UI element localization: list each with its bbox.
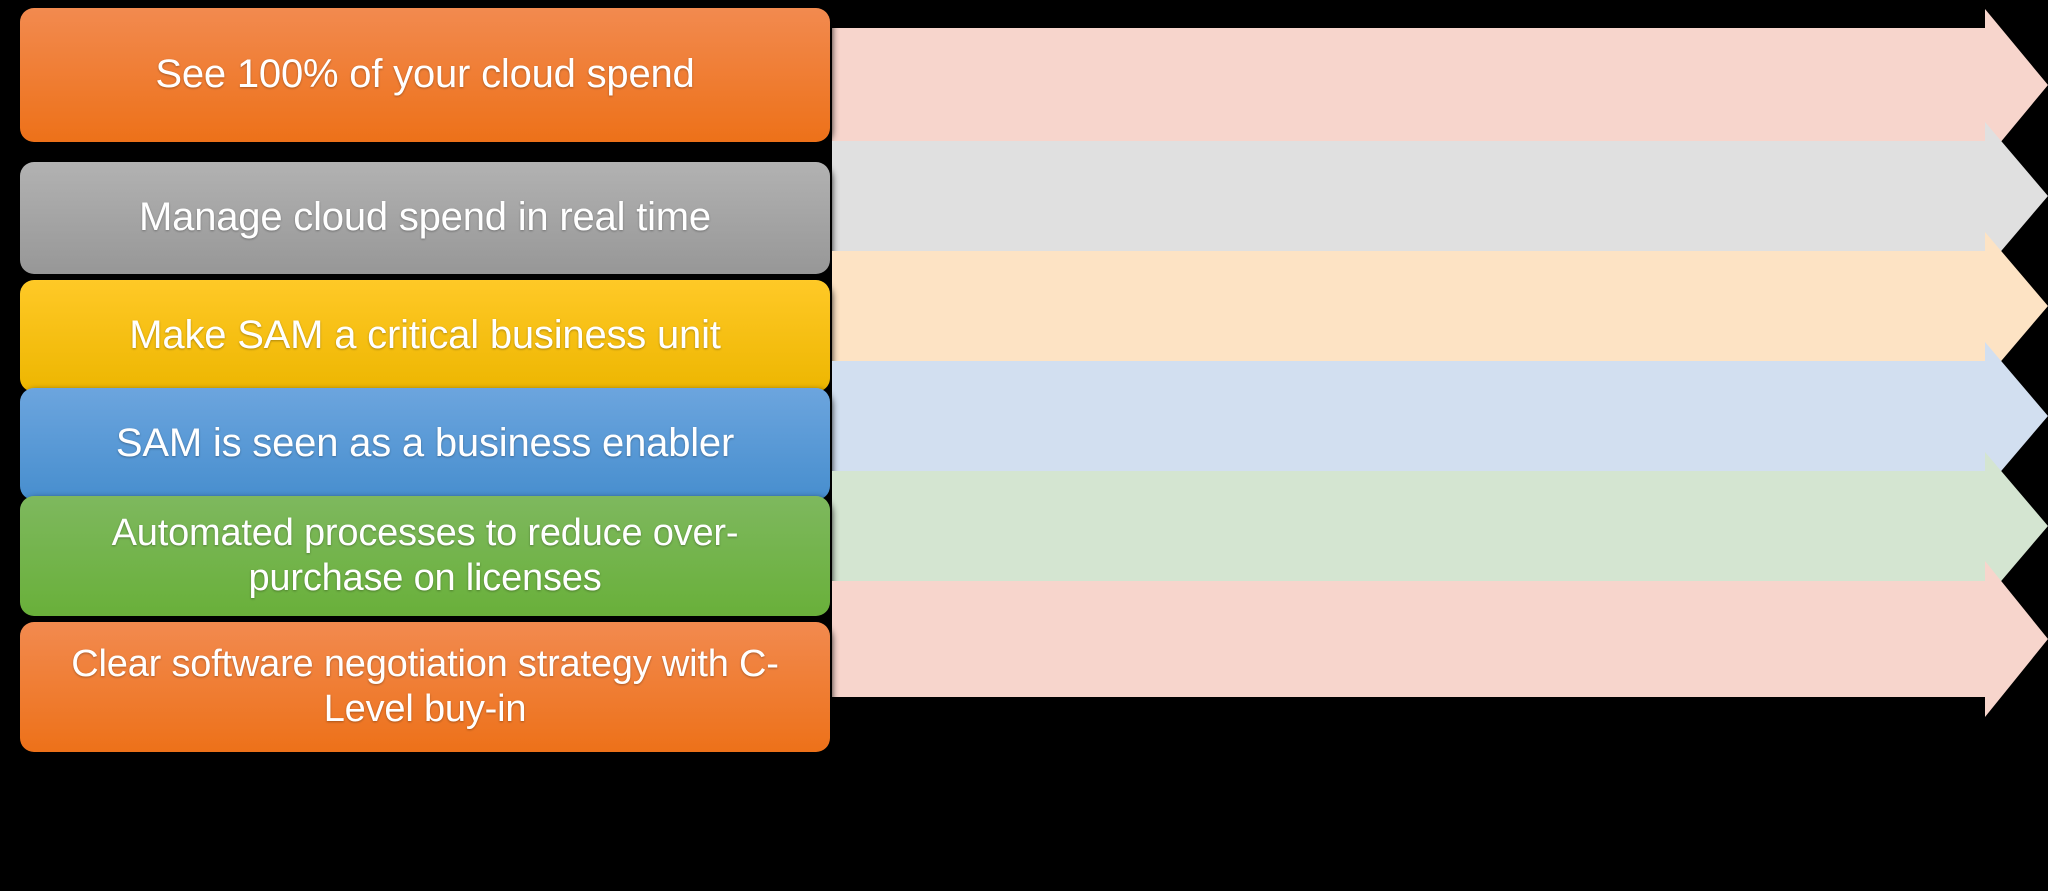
step-box[interactable]: Make SAM a critical business unit <box>20 280 830 392</box>
arrow-fill <box>832 452 2048 600</box>
arrow-band <box>832 342 2048 490</box>
arrow-fill <box>832 232 2048 380</box>
arrow-svg <box>832 232 2048 380</box>
arrow-fill <box>832 9 2048 161</box>
step-label: See 100% of your cloud spend <box>155 52 695 97</box>
step-label: Manage cloud spend in real time <box>139 195 711 240</box>
arrow-svg <box>832 452 2048 600</box>
arrow-fill <box>832 561 2048 717</box>
step-box[interactable]: Clear software negotiation strategy with… <box>20 622 830 752</box>
arrow-band <box>832 232 2048 380</box>
step-label: Automated processes to reduce over-purch… <box>111 512 739 599</box>
step-label: SAM is seen as a business enabler <box>115 421 735 466</box>
arrow-fill <box>832 122 2048 270</box>
step-box[interactable]: See 100% of your cloud spend <box>20 8 830 142</box>
arrow-band <box>832 9 2048 161</box>
step-box[interactable]: SAM is seen as a business enabler <box>20 388 830 500</box>
arrow-svg <box>832 342 2048 490</box>
step-box[interactable]: Automated processes to reduce over-purch… <box>20 496 830 616</box>
arrow-svg <box>832 561 2048 717</box>
arrow-svg <box>832 122 2048 270</box>
step-label: Clear software negotiation strategy with… <box>71 643 779 730</box>
step-label: Make SAM a critical business unit <box>129 313 721 358</box>
arrow-band <box>832 452 2048 600</box>
arrow-fill <box>832 342 2048 490</box>
step-box[interactable]: Manage cloud spend in real time <box>20 162 830 274</box>
arrow-svg <box>832 9 2048 161</box>
arrow-band <box>832 561 2048 717</box>
arrow-band <box>832 122 2048 270</box>
